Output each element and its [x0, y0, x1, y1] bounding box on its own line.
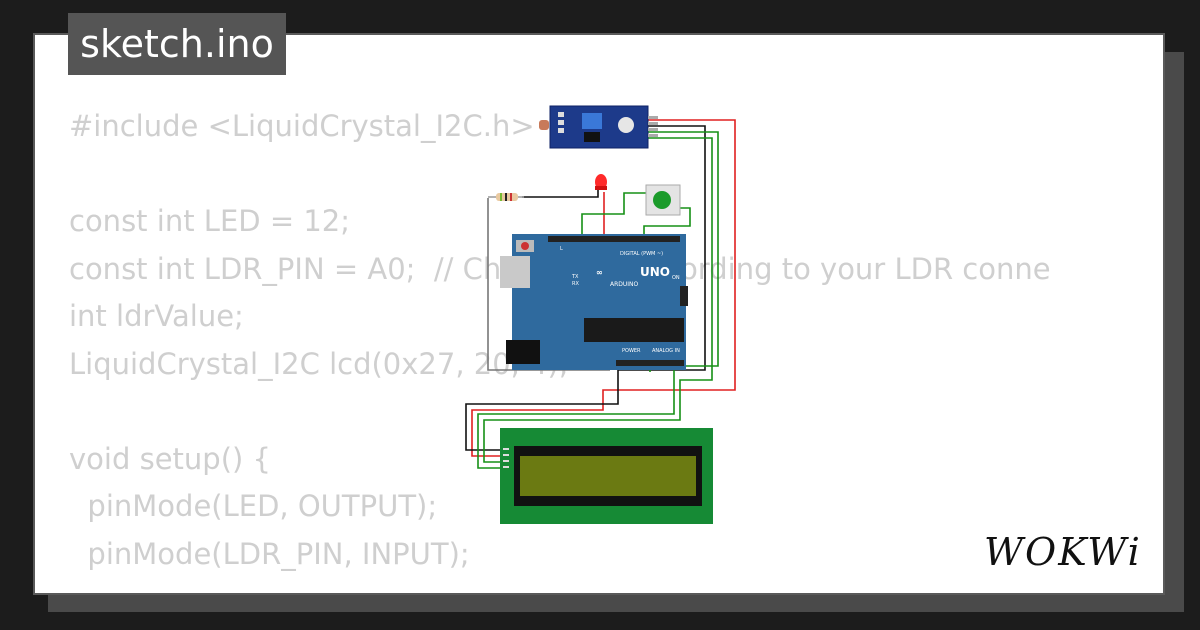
code-line: pinMode(LED, OUTPUT);	[69, 489, 438, 523]
logo-text: WOKWi	[984, 530, 1142, 574]
code-line	[69, 388, 1051, 436]
preview-card: #include <LiquidCrystal_I2C.h>const int …	[33, 33, 1165, 595]
code-line	[69, 151, 1051, 199]
code-line: void setup() {	[69, 441, 271, 476]
filename-tab: sketch.ino	[68, 13, 286, 75]
code-line: const int LDR_PIN = A0; // Change A0 acc…	[69, 251, 1051, 286]
code-line: #include <LiquidCrystal_I2C.h>	[69, 109, 535, 143]
code-line: const int LED = 12;	[69, 204, 351, 238]
code-line: LiquidCrystal_I2C lcd(0x27, 20, 4);	[69, 346, 569, 381]
code-editor: #include <LiquidCrystal_I2C.h>const int …	[69, 103, 1051, 578]
code-line: int ldrValue;	[69, 299, 244, 333]
code-line: pinMode(LDR_PIN, INPUT);	[69, 536, 470, 571]
wokwi-logo: WOKWi	[984, 530, 1142, 574]
